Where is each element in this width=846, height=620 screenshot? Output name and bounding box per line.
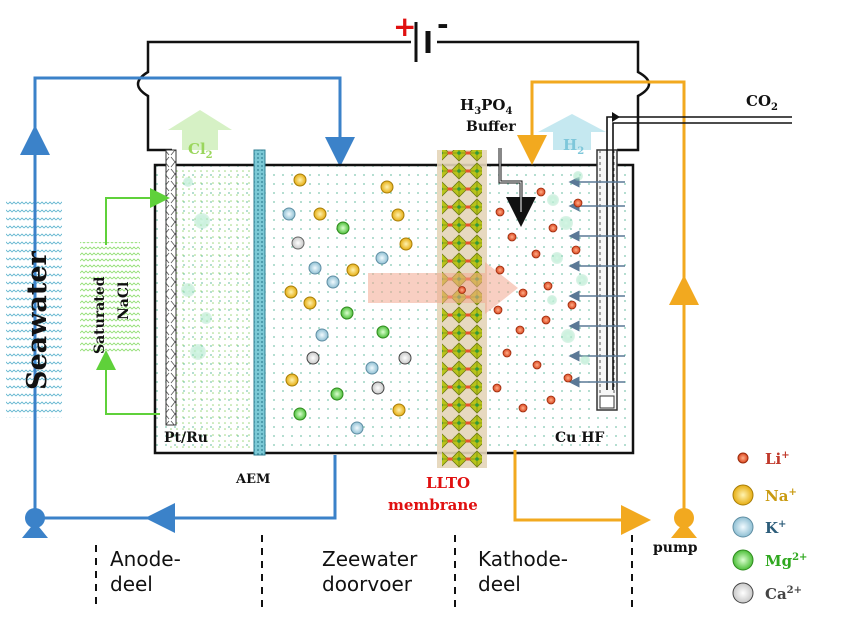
section-feed-line1: Zeewater — [322, 547, 418, 571]
cu-hf-label: Cu HF — [555, 430, 604, 446]
llto-crystal — [442, 150, 482, 468]
aem-label: AEM — [235, 472, 270, 487]
legend-ca-swatch — [732, 582, 754, 604]
legend-mg-swatch — [732, 549, 754, 571]
left-pump-icon — [22, 508, 48, 538]
legend-na-swatch — [732, 484, 754, 506]
electric-circuit — [136, 40, 651, 152]
catholyte-flow-line — [513, 80, 699, 535]
legend-mg-label: Mg2+ — [765, 552, 807, 570]
seawater-flow-line — [20, 76, 355, 533]
llto-label: LLTO — [426, 474, 470, 492]
legend-k-label: K+ — [765, 519, 786, 537]
pump-label: pump — [653, 540, 698, 556]
legend-na-label: Na+ — [765, 487, 797, 505]
section-cathode-line2: deel — [478, 572, 521, 596]
section-dividers — [95, 535, 633, 608]
saturated-label: Saturated — [92, 276, 108, 354]
seawater-label: Seawater — [22, 250, 53, 390]
battery-minus: - — [437, 8, 449, 41]
pt-ru-label: Pt/Ru — [164, 430, 208, 446]
section-feed-line2: doorvoer — [322, 572, 413, 596]
legend-k-swatch — [732, 516, 754, 538]
battery-plus: + — [393, 10, 416, 43]
h3po4-label: H3PO4 — [460, 96, 513, 117]
section-anode-line2: deel — [110, 572, 153, 596]
section-anode-line1: Anode- — [110, 547, 181, 571]
aem-membrane — [253, 149, 266, 456]
legend-ca-label: Ca2+ — [765, 585, 802, 603]
section-cathode-line1: Kathode- — [478, 547, 568, 571]
anode-compartment — [170, 167, 258, 451]
feed-ions — [282, 173, 413, 435]
h2-gas-arrow — [538, 114, 606, 150]
buffer-label: Buffer — [466, 119, 516, 135]
cl2-label: Cl2 — [188, 140, 213, 161]
saturated-nacl-box — [80, 242, 140, 354]
gas-bubbles — [181, 171, 590, 365]
nacl-label: NaCl — [116, 282, 132, 320]
cl2-gas-arrow — [168, 110, 232, 150]
nacl-flow-line — [96, 188, 170, 415]
li-transport-arrow — [368, 262, 518, 314]
legend-li-swatch — [737, 452, 749, 464]
legend-li-label: Li+ — [765, 450, 790, 468]
co2-feed-arrow — [606, 116, 792, 390]
battery-symbol — [414, 22, 431, 62]
ion-legend: Li+ Na+ K+ Mg2+ Ca2+ — [732, 450, 807, 604]
right-pump-icon — [671, 508, 697, 538]
co2-label: CO2 — [746, 92, 778, 113]
anode-electrode — [165, 149, 177, 426]
h2-label: H2 — [563, 136, 584, 157]
cathode-li-ions — [458, 187, 583, 413]
membrane-label: membrane — [388, 496, 478, 514]
